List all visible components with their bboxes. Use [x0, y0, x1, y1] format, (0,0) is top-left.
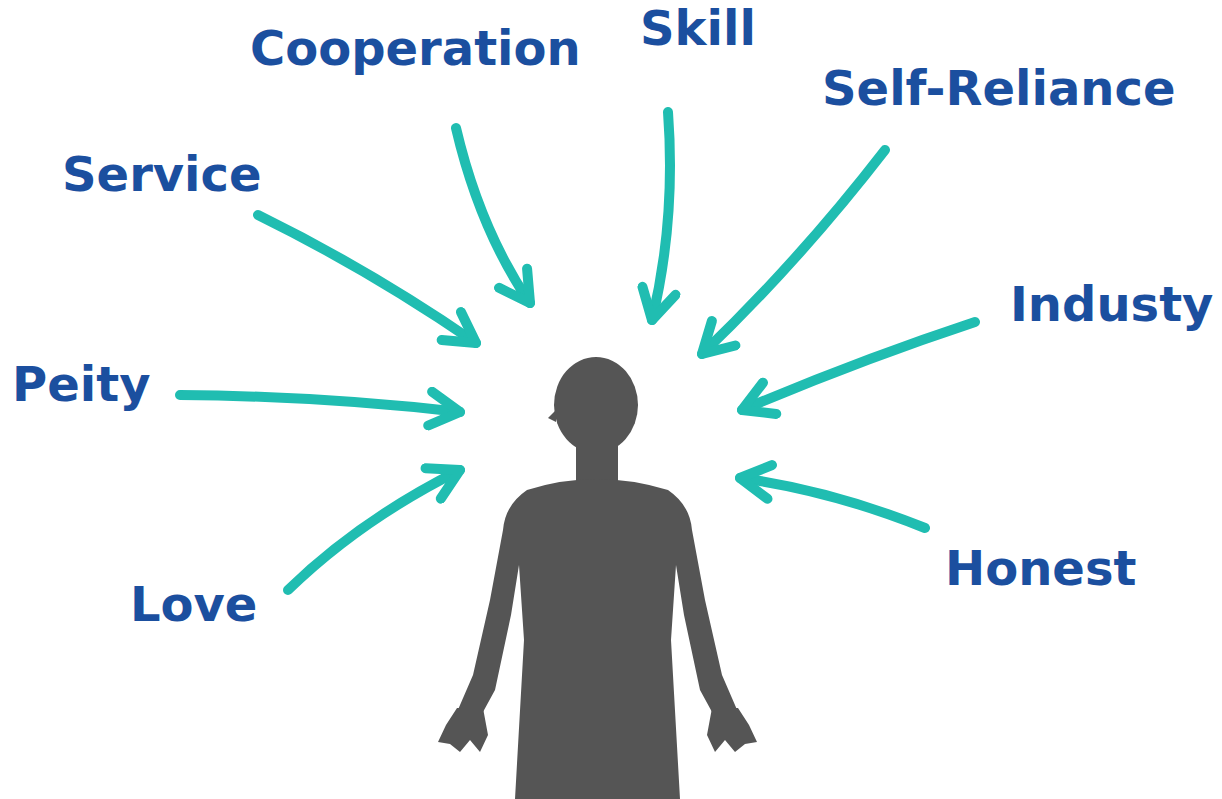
value-label: Cooperation [250, 24, 581, 72]
value-label: Self-Reliance [822, 64, 1176, 112]
arrow [288, 470, 460, 590]
value-label: Peity [12, 360, 150, 408]
arrow [258, 215, 476, 343]
value-label: Service [62, 150, 262, 198]
value-label: Industy [1010, 280, 1213, 328]
arrow [456, 128, 530, 303]
human-figure [438, 357, 757, 799]
arrow [702, 150, 885, 354]
arrow [180, 395, 460, 412]
value-label: Love [130, 580, 257, 628]
arrow [742, 322, 975, 410]
value-label: Skill [640, 4, 756, 52]
value-label: Honest [945, 544, 1136, 592]
arrow [652, 112, 670, 320]
arrow [740, 478, 925, 528]
